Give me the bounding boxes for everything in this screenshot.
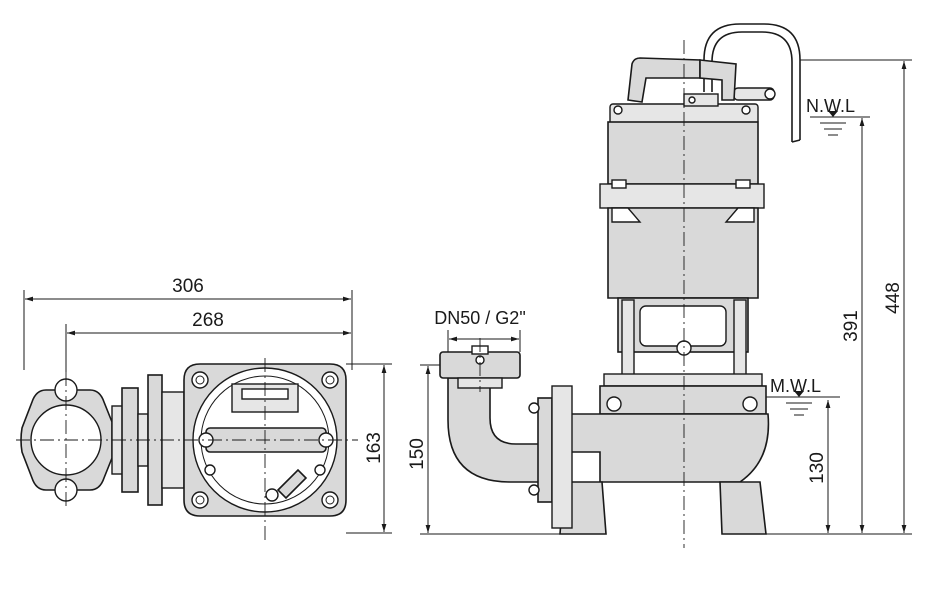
dim-130: 130	[807, 452, 828, 484]
dim-306: 306	[172, 276, 204, 297]
dim-163: 163	[364, 432, 385, 464]
plan-dimensions: 306 268 163	[23, 276, 392, 534]
plan-view	[16, 358, 358, 540]
side-dimensions: DN50 / G2" 150 130 391 448	[407, 59, 912, 535]
dim-391: 391	[841, 310, 862, 342]
mwl-label: M.W.L	[770, 376, 821, 396]
nwl-label: N.W.L	[806, 96, 855, 116]
nwl-symbol: N.W.L	[806, 96, 870, 136]
mwl-symbol: M.W.L	[766, 376, 840, 416]
outlet-label: DN50 / G2"	[434, 308, 525, 328]
dim-448: 448	[883, 282, 904, 314]
dim-150: 150	[407, 438, 428, 470]
dim-268: 268	[192, 310, 224, 331]
side-view	[439, 23, 801, 548]
